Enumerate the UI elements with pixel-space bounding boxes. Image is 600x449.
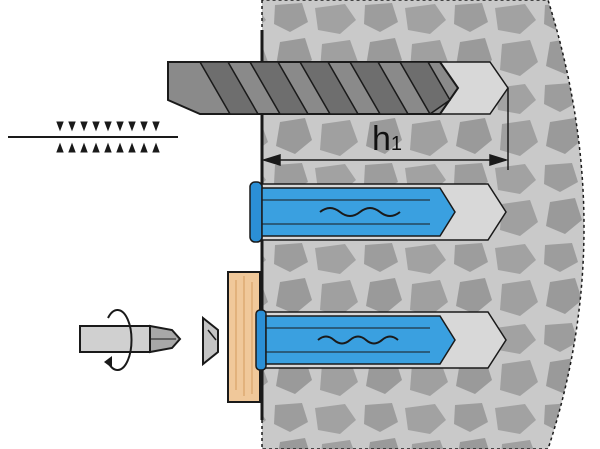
depth-dimension (261, 88, 509, 170)
wooden-board (227, 271, 261, 403)
rotation-arrow-icon (104, 309, 133, 371)
depth-label: h1 (372, 120, 402, 158)
hammer-mode-icon (8, 121, 178, 153)
screw-icon (202, 315, 219, 367)
wall-plug-with-screw (255, 309, 456, 371)
screwdriver-bit-icon (79, 324, 182, 354)
wall-plug-icon (249, 181, 456, 243)
drill-bit-icon (167, 61, 460, 116)
